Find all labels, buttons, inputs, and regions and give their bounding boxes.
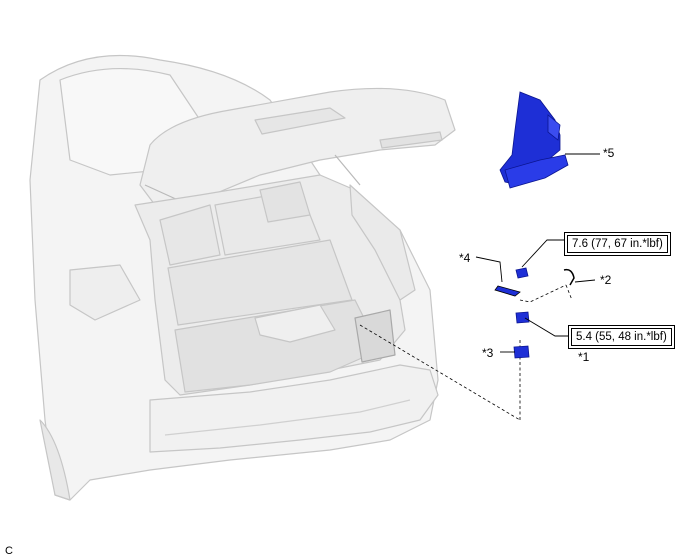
callout-3: *3: [482, 346, 494, 360]
torque-box-upper: 7.6 (77, 67 in.*lbf): [564, 232, 671, 256]
torque-lower-text: 5.4 (55, 48 in.*lbf): [571, 328, 672, 346]
clip-2: [563, 268, 575, 286]
clip-3: [513, 345, 530, 359]
callout-2: *2: [600, 273, 612, 287]
callout-5: *5: [603, 146, 615, 160]
figure-code: C: [5, 545, 13, 557]
bolt-lower: [515, 311, 530, 324]
callout-1: *1: [578, 350, 590, 364]
grommet-4: [494, 285, 521, 297]
part-5-bracket: [499, 91, 569, 189]
torque-upper-text: 7.6 (77, 67 in.*lbf): [567, 235, 668, 253]
bolt-upper: [515, 267, 529, 279]
torque-box-lower: 5.4 (55, 48 in.*lbf): [568, 325, 675, 349]
callout-4: *4: [459, 251, 471, 265]
